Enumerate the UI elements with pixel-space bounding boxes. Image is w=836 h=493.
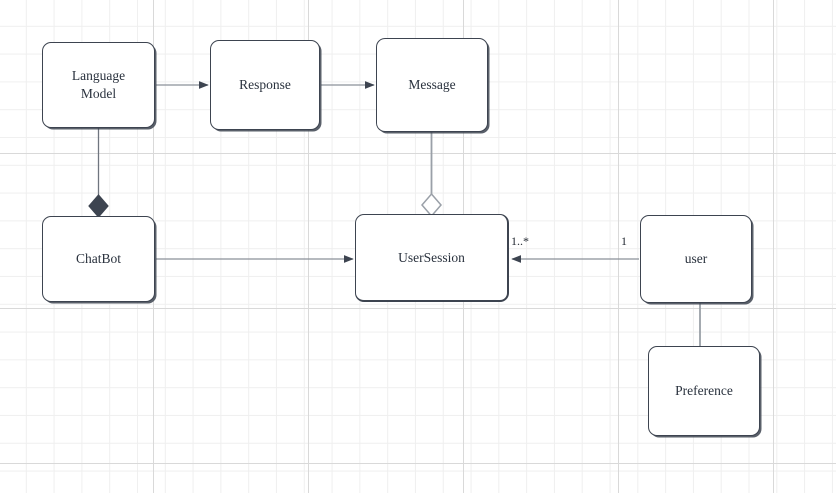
edge-message-to-usersession — [421, 132, 442, 218]
node-language-model[interactable]: Language Model — [42, 42, 155, 128]
node-label-usersession: UserSession — [398, 249, 465, 265]
hollow-diamond-icon — [421, 192, 442, 218]
node-preference[interactable]: Preference — [648, 346, 760, 436]
node-message[interactable]: Message — [376, 38, 488, 132]
node-label-language-model: Language Model — [71, 68, 126, 101]
node-usersession[interactable]: UserSession — [355, 214, 509, 302]
node-label-chatbot: ChatBot — [75, 251, 121, 267]
node-label-preference: Preference — [675, 383, 733, 399]
node-response[interactable]: Response — [210, 40, 320, 130]
node-label-user: user — [684, 251, 708, 267]
node-label-message: Message — [408, 77, 456, 93]
filled-diamond-icon — [88, 194, 109, 218]
edge-language-model-to-chatbot — [88, 128, 109, 218]
node-label-response: Response — [239, 77, 291, 93]
node-chatbot[interactable]: ChatBot — [42, 216, 155, 302]
multiplicity-user: 1 — [621, 234, 627, 248]
multiplicity-usersession: 1..* — [511, 234, 529, 248]
node-user[interactable]: user — [640, 215, 752, 303]
